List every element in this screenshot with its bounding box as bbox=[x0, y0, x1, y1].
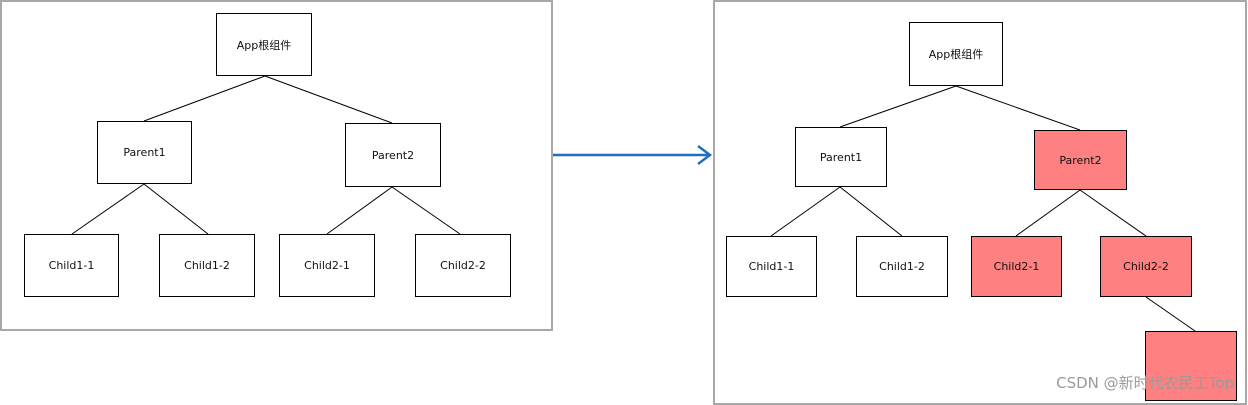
left-child1-1-label: Child1-1 bbox=[48, 259, 95, 272]
right-parent2-label: Parent2 bbox=[1059, 153, 1102, 167]
right-parent1-label: Parent1 bbox=[819, 150, 863, 164]
left-child2-2-label: Child2-2 bbox=[440, 259, 486, 272]
left-parent2-node: Parent2 bbox=[345, 123, 441, 187]
right-child2-1-node: Child2-1 bbox=[971, 236, 1062, 297]
right-parent2-node: Parent2 bbox=[1034, 130, 1127, 190]
left-child1-2-label: Child1-2 bbox=[184, 259, 230, 272]
left-parent1-label: Parent1 bbox=[123, 146, 166, 159]
left-parent2-label: Parent2 bbox=[371, 148, 415, 162]
right-child1-1-node: Child1-1 bbox=[726, 236, 817, 297]
left-child2-1-label: Child2-1 bbox=[304, 259, 350, 272]
left-child2-2-node: Child2-2 bbox=[415, 234, 511, 297]
right-child1-2-label: Child1-2 bbox=[879, 260, 925, 273]
right-child2-2-node: Child2-2 bbox=[1100, 236, 1192, 297]
right-grandchild-node bbox=[1145, 331, 1237, 401]
left-child2-1-node: Child2-1 bbox=[279, 234, 375, 297]
right-child1-2-node: Child1-2 bbox=[856, 236, 948, 297]
right-child1-1-label: Child1-1 bbox=[748, 260, 795, 273]
right-child2-2-label: Child2-2 bbox=[1123, 260, 1169, 273]
left-child1-1-node: Child1-1 bbox=[24, 234, 119, 297]
right-child2-1-label: Child2-1 bbox=[993, 260, 1040, 273]
left-child1-2-node: Child1-2 bbox=[159, 234, 255, 297]
right-root-node: App根组件 bbox=[909, 22, 1003, 86]
left-root-label: App根组件 bbox=[236, 38, 292, 52]
left-parent1-node: Parent1 bbox=[97, 121, 192, 184]
csdn-watermark: CSDN @新时代农民工Top bbox=[1056, 374, 1234, 392]
left-tree-edges bbox=[71, 75, 461, 235]
left-root-node: App根组件 bbox=[216, 13, 312, 76]
right-parent1-node: Parent1 bbox=[795, 127, 887, 187]
arrow-head-icon bbox=[697, 145, 713, 165]
right-root-label: App根组件 bbox=[928, 48, 984, 61]
